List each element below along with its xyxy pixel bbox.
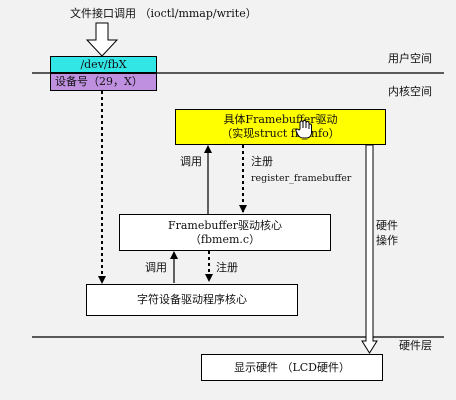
dev-fbx-box: /dev/fbX xyxy=(50,56,157,73)
char-box-label: 字符设备驱动程序核心 xyxy=(137,293,247,306)
device-number-label: 设备号（29，X） xyxy=(55,75,143,88)
char-device-driver-core-box: 字符设备驱动程序核心 xyxy=(86,284,298,316)
hardware-operation-hollow-arrow xyxy=(361,144,378,354)
hardware-operation-label-line1: 硬件 xyxy=(376,219,398,232)
framebuffer-driver-core-box: Framebuffer驱动核心 （fbmem.c） xyxy=(119,214,331,251)
driver-box-line2: （实现struct fb_info） xyxy=(221,127,340,140)
register-framebuffer-label: register_framebuffer xyxy=(251,173,352,184)
hw-box-label: 显示硬件 （LCD硬件） xyxy=(233,360,351,374)
display-hardware-box: 显示硬件 （LCD硬件） xyxy=(201,354,383,381)
kernel-space-label: 内核空间 xyxy=(388,85,432,98)
file-call-hollow-arrow xyxy=(85,22,119,57)
user-space-label: 用户空间 xyxy=(388,52,432,65)
driver-box-line1: 具体Framebuffer驱动 xyxy=(223,113,338,126)
hand-pointer-icon xyxy=(295,120,312,139)
lower-register-label: 注册 xyxy=(216,261,238,274)
upper-register-label: 注册 xyxy=(251,155,273,168)
core-box-line1: Framebuffer驱动核心 xyxy=(167,218,283,232)
dev-fbx-label: /dev/fbX xyxy=(80,57,127,71)
upper-call-label: 调用 xyxy=(180,155,202,168)
file-interface-call-label: 文件接口调用 （ioctl/mmap/write） xyxy=(70,7,257,20)
core-box-line2: （fbmem.c） xyxy=(189,232,261,246)
specific-framebuffer-driver-box: 具体Framebuffer驱动 （实现struct fb_info） xyxy=(175,109,386,145)
device-number-box: 设备号（29，X） xyxy=(50,73,157,91)
lower-call-label: 调用 xyxy=(145,261,167,274)
hardware-operation-label-line2: 操作 xyxy=(376,234,398,247)
hardware-layer-label: 硬件层 xyxy=(399,339,432,352)
